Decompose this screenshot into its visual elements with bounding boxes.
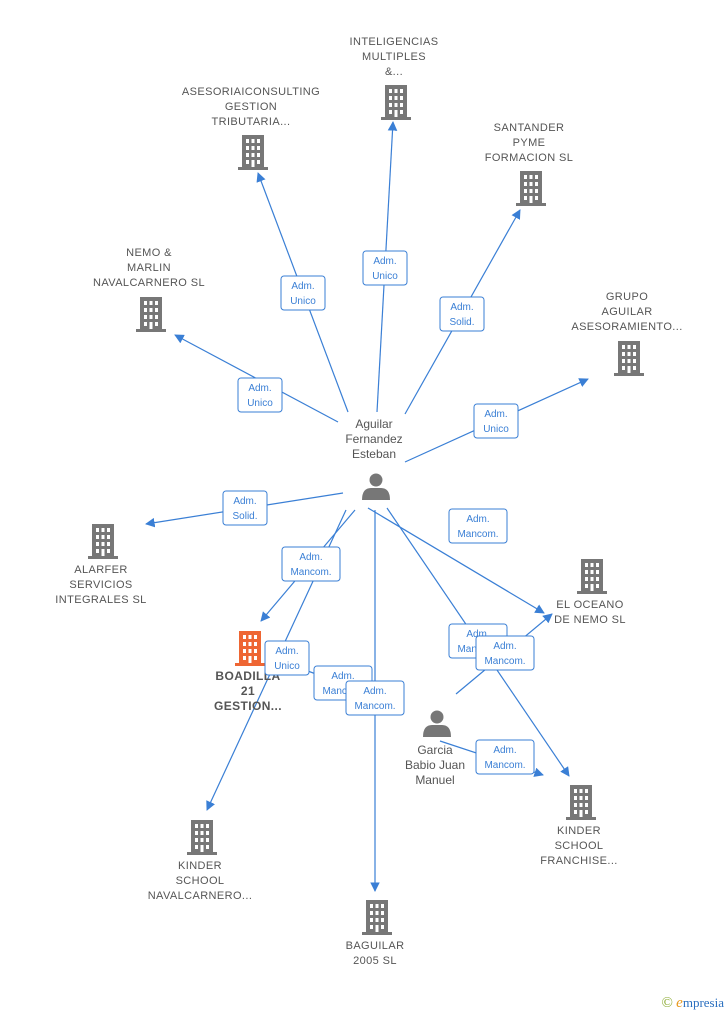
svg-text:Adm.Unico: Adm.Unico — [274, 646, 300, 672]
edge-label: Adm.Unico — [280, 275, 326, 311]
edge-label: Adm.Unico — [264, 640, 310, 676]
building-icon — [614, 341, 644, 376]
svg-text:Adm.Unico: Adm.Unico — [247, 383, 273, 409]
edge-label: Adm.Solid. — [439, 296, 485, 332]
building-icon — [238, 135, 268, 170]
svg-text:Adm.Unico: Adm.Unico — [483, 409, 509, 435]
edge-label: Adm.Mancom. — [475, 739, 535, 775]
edge-label: Adm.Mancom. — [475, 635, 535, 671]
brand-initial: e — [676, 995, 683, 1011]
edge-line — [367, 507, 545, 614]
svg-text:Adm.Mancom.: Adm.Mancom. — [457, 514, 498, 540]
edge-label: Adm.Solid. — [222, 490, 268, 526]
building-icon — [362, 900, 392, 935]
empresia-watermark[interactable]: © empresia — [662, 995, 724, 1012]
edge-label: Adm.Mancom. — [345, 680, 405, 716]
edges-layer — [145, 121, 589, 892]
building-icon — [516, 171, 546, 206]
edge-label: Adm.Mancom. — [281, 546, 341, 582]
building-icon — [577, 559, 607, 594]
person-icon — [362, 473, 390, 500]
svg-text:Adm.Mancom.: Adm.Mancom. — [354, 686, 395, 712]
svg-text:Adm.Unico: Adm.Unico — [372, 256, 398, 282]
brand-rest: mpresia — [682, 995, 724, 1010]
building-icon — [88, 524, 118, 559]
svg-text:Adm.Mancom.: Adm.Mancom. — [322, 671, 363, 697]
edge-label: Adm.Unico — [473, 403, 519, 439]
edge-label: Adm.Mancom. — [448, 508, 508, 544]
svg-text:Adm.Mancom.: Adm.Mancom. — [484, 641, 525, 667]
svg-text:Adm.Solid.: Adm.Solid. — [232, 496, 257, 522]
building-icon — [136, 297, 166, 332]
building-icon — [187, 820, 217, 855]
building-icon — [381, 85, 411, 120]
svg-text:Adm.Mancom.: Adm.Mancom. — [290, 552, 331, 578]
svg-text:Adm.Unico: Adm.Unico — [290, 281, 316, 307]
building-icon — [566, 785, 596, 820]
building-icon — [235, 631, 265, 666]
svg-text:Adm.Mancom.: Adm.Mancom. — [484, 745, 525, 771]
person-icon — [423, 710, 451, 737]
edge-label: Adm.Unico — [362, 250, 408, 286]
svg-text:Adm.Solid.: Adm.Solid. — [449, 302, 474, 328]
edge-label: Adm.Unico — [237, 377, 283, 413]
edge-labels-layer: Adm.UnicoAdm.UnicoAdm.Solid.Adm.UnicoAdm… — [222, 250, 535, 775]
copyright-icon: © — [661, 995, 673, 1011]
